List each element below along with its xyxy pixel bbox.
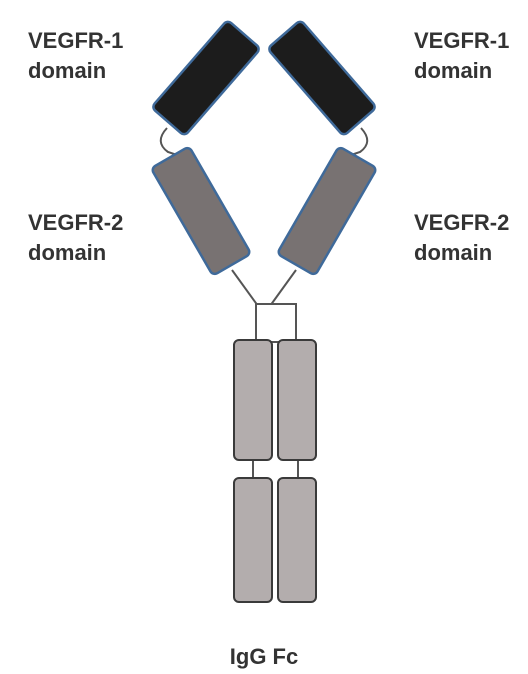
igg-fc-label: IgG Fc [230, 644, 298, 669]
right-domain-linker [341, 127, 369, 159]
fc-ch2-left [233, 339, 273, 461]
vegfr1-left-label-line1: VEGFR-1 [28, 28, 123, 53]
vegfr2-right-label-line2: domain [414, 240, 492, 265]
vegfr1-right-domain [268, 20, 376, 136]
fc-ch3-left [233, 477, 273, 603]
vegfr1-right-label-line1: VEGFR-1 [414, 28, 509, 53]
left-domain-linker [159, 127, 187, 159]
vegfr2-left-label-line2: domain [28, 240, 106, 265]
vegfr2-left-label: VEGFR-2 domain [28, 210, 129, 265]
fc-ch3-right [277, 477, 317, 603]
vegfr2-left-domain [151, 146, 251, 276]
vegfr2-right-label-line1: VEGFR-2 [414, 210, 509, 235]
vegfr1-right-label-line2: domain [414, 58, 492, 83]
vegfr2-right-label: VEGFR-2 domain [414, 210, 515, 265]
vegfr2-right-domain [277, 146, 377, 276]
left-hinge-line [231, 269, 259, 307]
fc-ch2-right [277, 339, 317, 461]
vegfr1-left-label: VEGFR-1 domain [28, 28, 129, 83]
vegfr1-left-domain [152, 20, 260, 136]
vegfr1-right-label: VEGFR-1 domain [414, 28, 515, 83]
vegfr1-left-label-line2: domain [28, 58, 106, 83]
vegfr2-left-label-line1: VEGFR-2 [28, 210, 123, 235]
hinge-box [255, 303, 297, 343]
right-hinge-line [269, 269, 297, 307]
